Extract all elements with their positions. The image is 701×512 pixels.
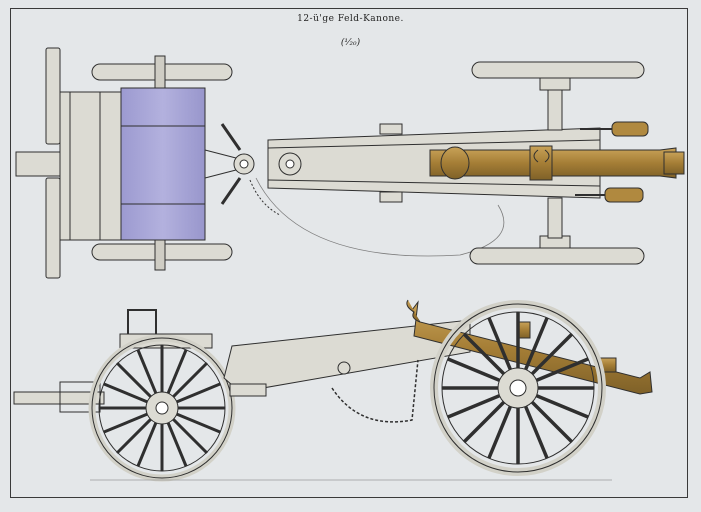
limber-shaft-upper xyxy=(45,47,61,145)
rammer-head-upper xyxy=(611,121,649,137)
gun-wheel-bottom xyxy=(469,247,645,265)
limber-pole-end xyxy=(15,151,67,177)
side-view xyxy=(13,299,653,482)
rammer-head-lower xyxy=(604,187,644,203)
drag-chain xyxy=(331,359,419,423)
plate-title: 12-ü'ge Feld-Kanone. xyxy=(297,14,404,24)
gun-wheel-side xyxy=(430,300,606,476)
limber-ammunition-box xyxy=(120,87,206,241)
top-view xyxy=(15,47,685,279)
plate-scale: (¹⁄₂₀) xyxy=(340,38,361,48)
limber-pole-side xyxy=(13,391,105,405)
limber-wheel-side xyxy=(88,334,236,482)
gun-wheel-top xyxy=(471,61,645,79)
limber-frame xyxy=(59,91,123,241)
limber-shaft-lower xyxy=(45,177,61,279)
plate-border xyxy=(10,8,688,498)
barrel-top-view xyxy=(429,147,677,179)
